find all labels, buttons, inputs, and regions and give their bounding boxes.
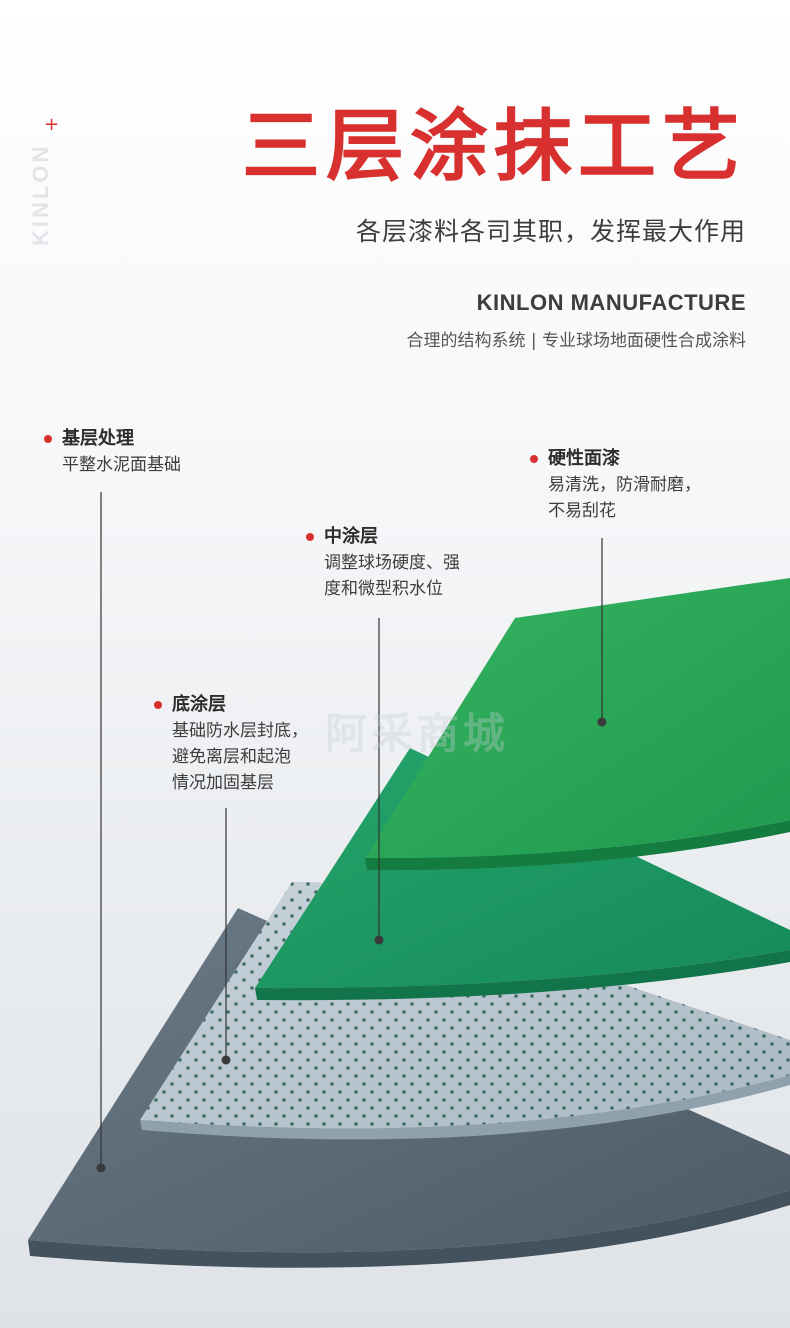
callout-line: 情况加固基层 <box>172 773 274 793</box>
side-brand: KINLON <box>28 143 53 246</box>
callout-title: 基层处理 <box>62 428 134 449</box>
page-subtitle: 各层漆料各司其职，发挥最大作用 <box>355 217 746 246</box>
brand-manufacture: KINLON MANUFACTURE <box>476 290 746 315</box>
bullet-dot <box>154 701 162 709</box>
callout-title: 中涂层 <box>324 526 378 547</box>
callout-line: 平整水泥面基础 <box>62 455 181 475</box>
callout-title: 硬性面漆 <box>548 448 620 469</box>
callout-line: 调整球场硬度、强 <box>324 553 460 573</box>
plus-icon: + <box>44 114 60 135</box>
primer-layer-shape <box>140 882 790 1129</box>
watermark: 阿采商城 <box>325 709 510 758</box>
callout-middle-coat: 中涂层 调整球场硬度、强 度和微型积水位 <box>306 524 460 602</box>
page-title: 三层涂抹工艺 <box>241 102 746 192</box>
callout-base-treatment: 基层处理 平整水泥面基础 <box>44 426 181 478</box>
tagline: 合理的结构系统 | 专业球场地面硬性合成涂料 <box>406 331 746 351</box>
callout-line: 不易刮花 <box>548 501 616 521</box>
bullet-dot <box>306 533 314 541</box>
callout-line: 基础防水层封底， <box>172 721 308 741</box>
callout-title: 底涂层 <box>172 694 226 715</box>
bullet-dot <box>530 455 538 463</box>
callout-line: 度和微型积水位 <box>324 579 443 599</box>
middle-layer-shape <box>255 748 790 989</box>
callout-primer-coat: 底涂层 基础防水层封底， 避免离层和起泡 情况加固基层 <box>154 692 308 796</box>
callout-line: 避免离层和起泡 <box>172 747 291 767</box>
callout-hard-topcoat: 硬性面漆 易清洗，防滑耐磨， 不易刮花 <box>530 446 701 524</box>
base-layer-shape <box>28 908 790 1253</box>
callout-line: 易清洗，防滑耐磨， <box>548 475 701 495</box>
bullet-dot <box>44 435 52 443</box>
